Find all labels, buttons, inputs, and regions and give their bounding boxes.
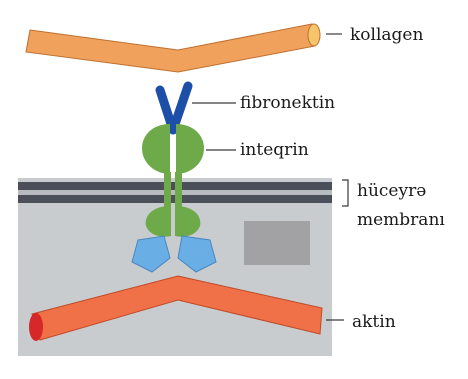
integrin-label: inteqrin (240, 140, 309, 160)
fibronectin-label: fibronektin (240, 93, 335, 113)
integrin-beta-head (176, 124, 204, 174)
actin-label: aktin (352, 312, 396, 332)
collagen-fiber-end (308, 24, 320, 46)
actin-filament-end (29, 313, 43, 341)
membrane-bracket (342, 180, 348, 206)
integrin-beta-stalk (175, 172, 182, 208)
fibronectin-molecule (160, 86, 188, 130)
membrane-label-line2: membranı (357, 210, 445, 230)
integrin-alpha-stalk (164, 172, 171, 208)
integrin-alpha-head (142, 124, 170, 174)
gray-box-protein (244, 221, 310, 265)
collagen-fiber (26, 24, 315, 72)
collagen-label: kollagen (350, 25, 423, 45)
membrane-label-line1: hüceyrə (357, 181, 426, 201)
